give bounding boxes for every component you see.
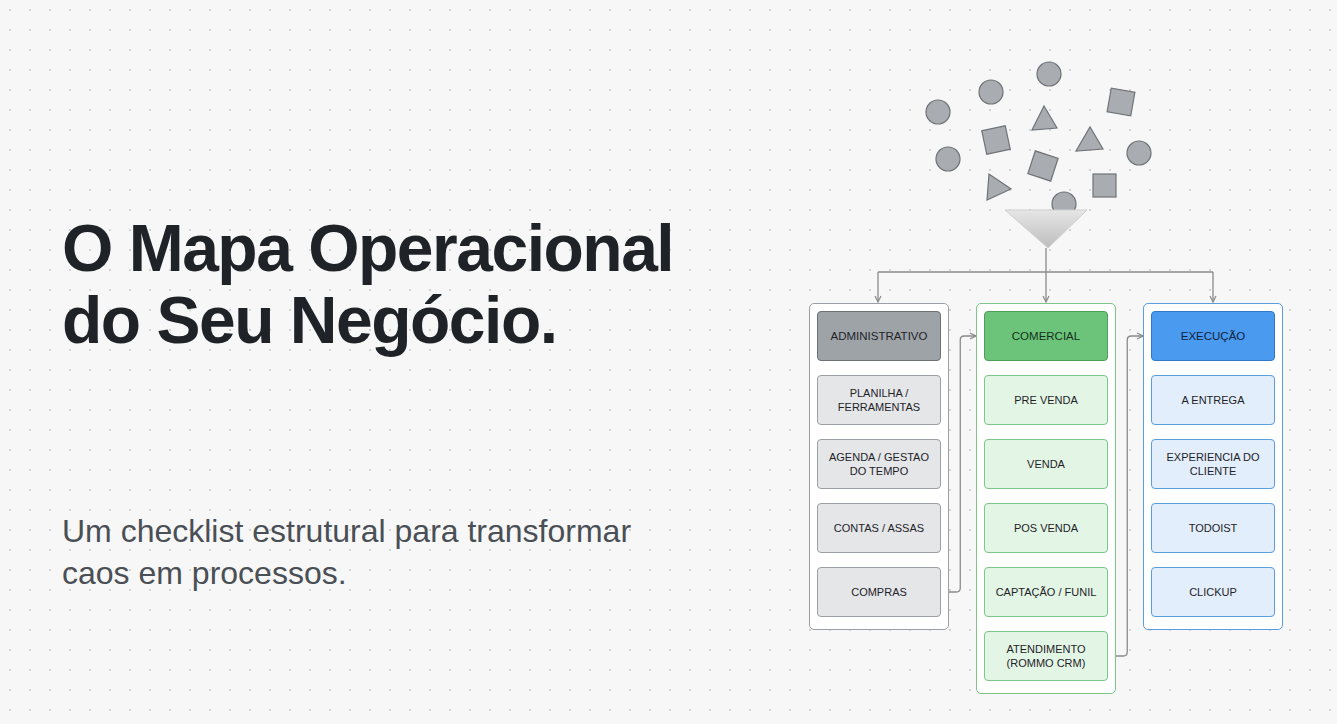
box-label: A ENTREGA [1182, 393, 1245, 407]
process-box: PLANILHA / FERRAMENTAS [817, 375, 941, 425]
column-header: EXECUÇÃO [1151, 311, 1275, 361]
process-box: EXPERIENCIA DO CLIENTE [1151, 439, 1275, 489]
box-label: EXPERIENCIA DO CLIENTE [1158, 450, 1268, 478]
process-box: VENDA [984, 439, 1108, 489]
process-box: CAPTAÇÃO / FUNIL [984, 567, 1108, 617]
page-caption: Um checklist estrutural para transformar… [62, 510, 702, 594]
box-label: TODOIST [1189, 521, 1238, 535]
process-box: CLICKUP [1151, 567, 1275, 617]
box-label: CAPTAÇÃO / FUNIL [996, 585, 1097, 599]
box-label: ATENDIMENTO (ROMMO CRM) [991, 642, 1101, 670]
box-label: PRE VENDA [1014, 393, 1078, 407]
process-box: TODOIST [1151, 503, 1275, 553]
process-box: PRE VENDA [984, 375, 1108, 425]
process-box: AGENDA / GESTAO DO TEMPO [817, 439, 941, 489]
process-box: ATENDIMENTO (ROMMO CRM) [984, 631, 1108, 681]
column-panel: COMERCIAL PRE VENDA VENDA POS VENDA CAPTAÇÃO… [976, 303, 1116, 694]
box-label: CONTAS / ASSAS [834, 521, 924, 535]
process-box: CONTAS / ASSAS [817, 503, 941, 553]
column-panel: ADMINISTRATIVO PLANILHA / FERRAMENTAS AGEN… [809, 303, 949, 630]
process-box: COMPRAS [817, 567, 941, 617]
column-header: ADMINISTRATIVO [817, 311, 941, 361]
box-label: VENDA [1027, 457, 1065, 471]
page-title: O Mapa Operacional do Seu Negócio. [62, 212, 762, 356]
box-label: COMPRAS [851, 585, 907, 599]
column-header: COMERCIAL [984, 311, 1108, 361]
box-label: PLANILHA / FERRAMENTAS [824, 386, 934, 414]
box-label: AGENDA / GESTAO DO TEMPO [824, 450, 934, 478]
box-label: POS VENDA [1014, 521, 1078, 535]
process-box: A ENTREGA [1151, 375, 1275, 425]
process-box: POS VENDA [984, 503, 1108, 553]
column-panel: EXECUÇÃO A ENTREGA EXPERIENCIA DO CLIENTE T… [1143, 303, 1283, 630]
box-label: CLICKUP [1189, 585, 1237, 599]
